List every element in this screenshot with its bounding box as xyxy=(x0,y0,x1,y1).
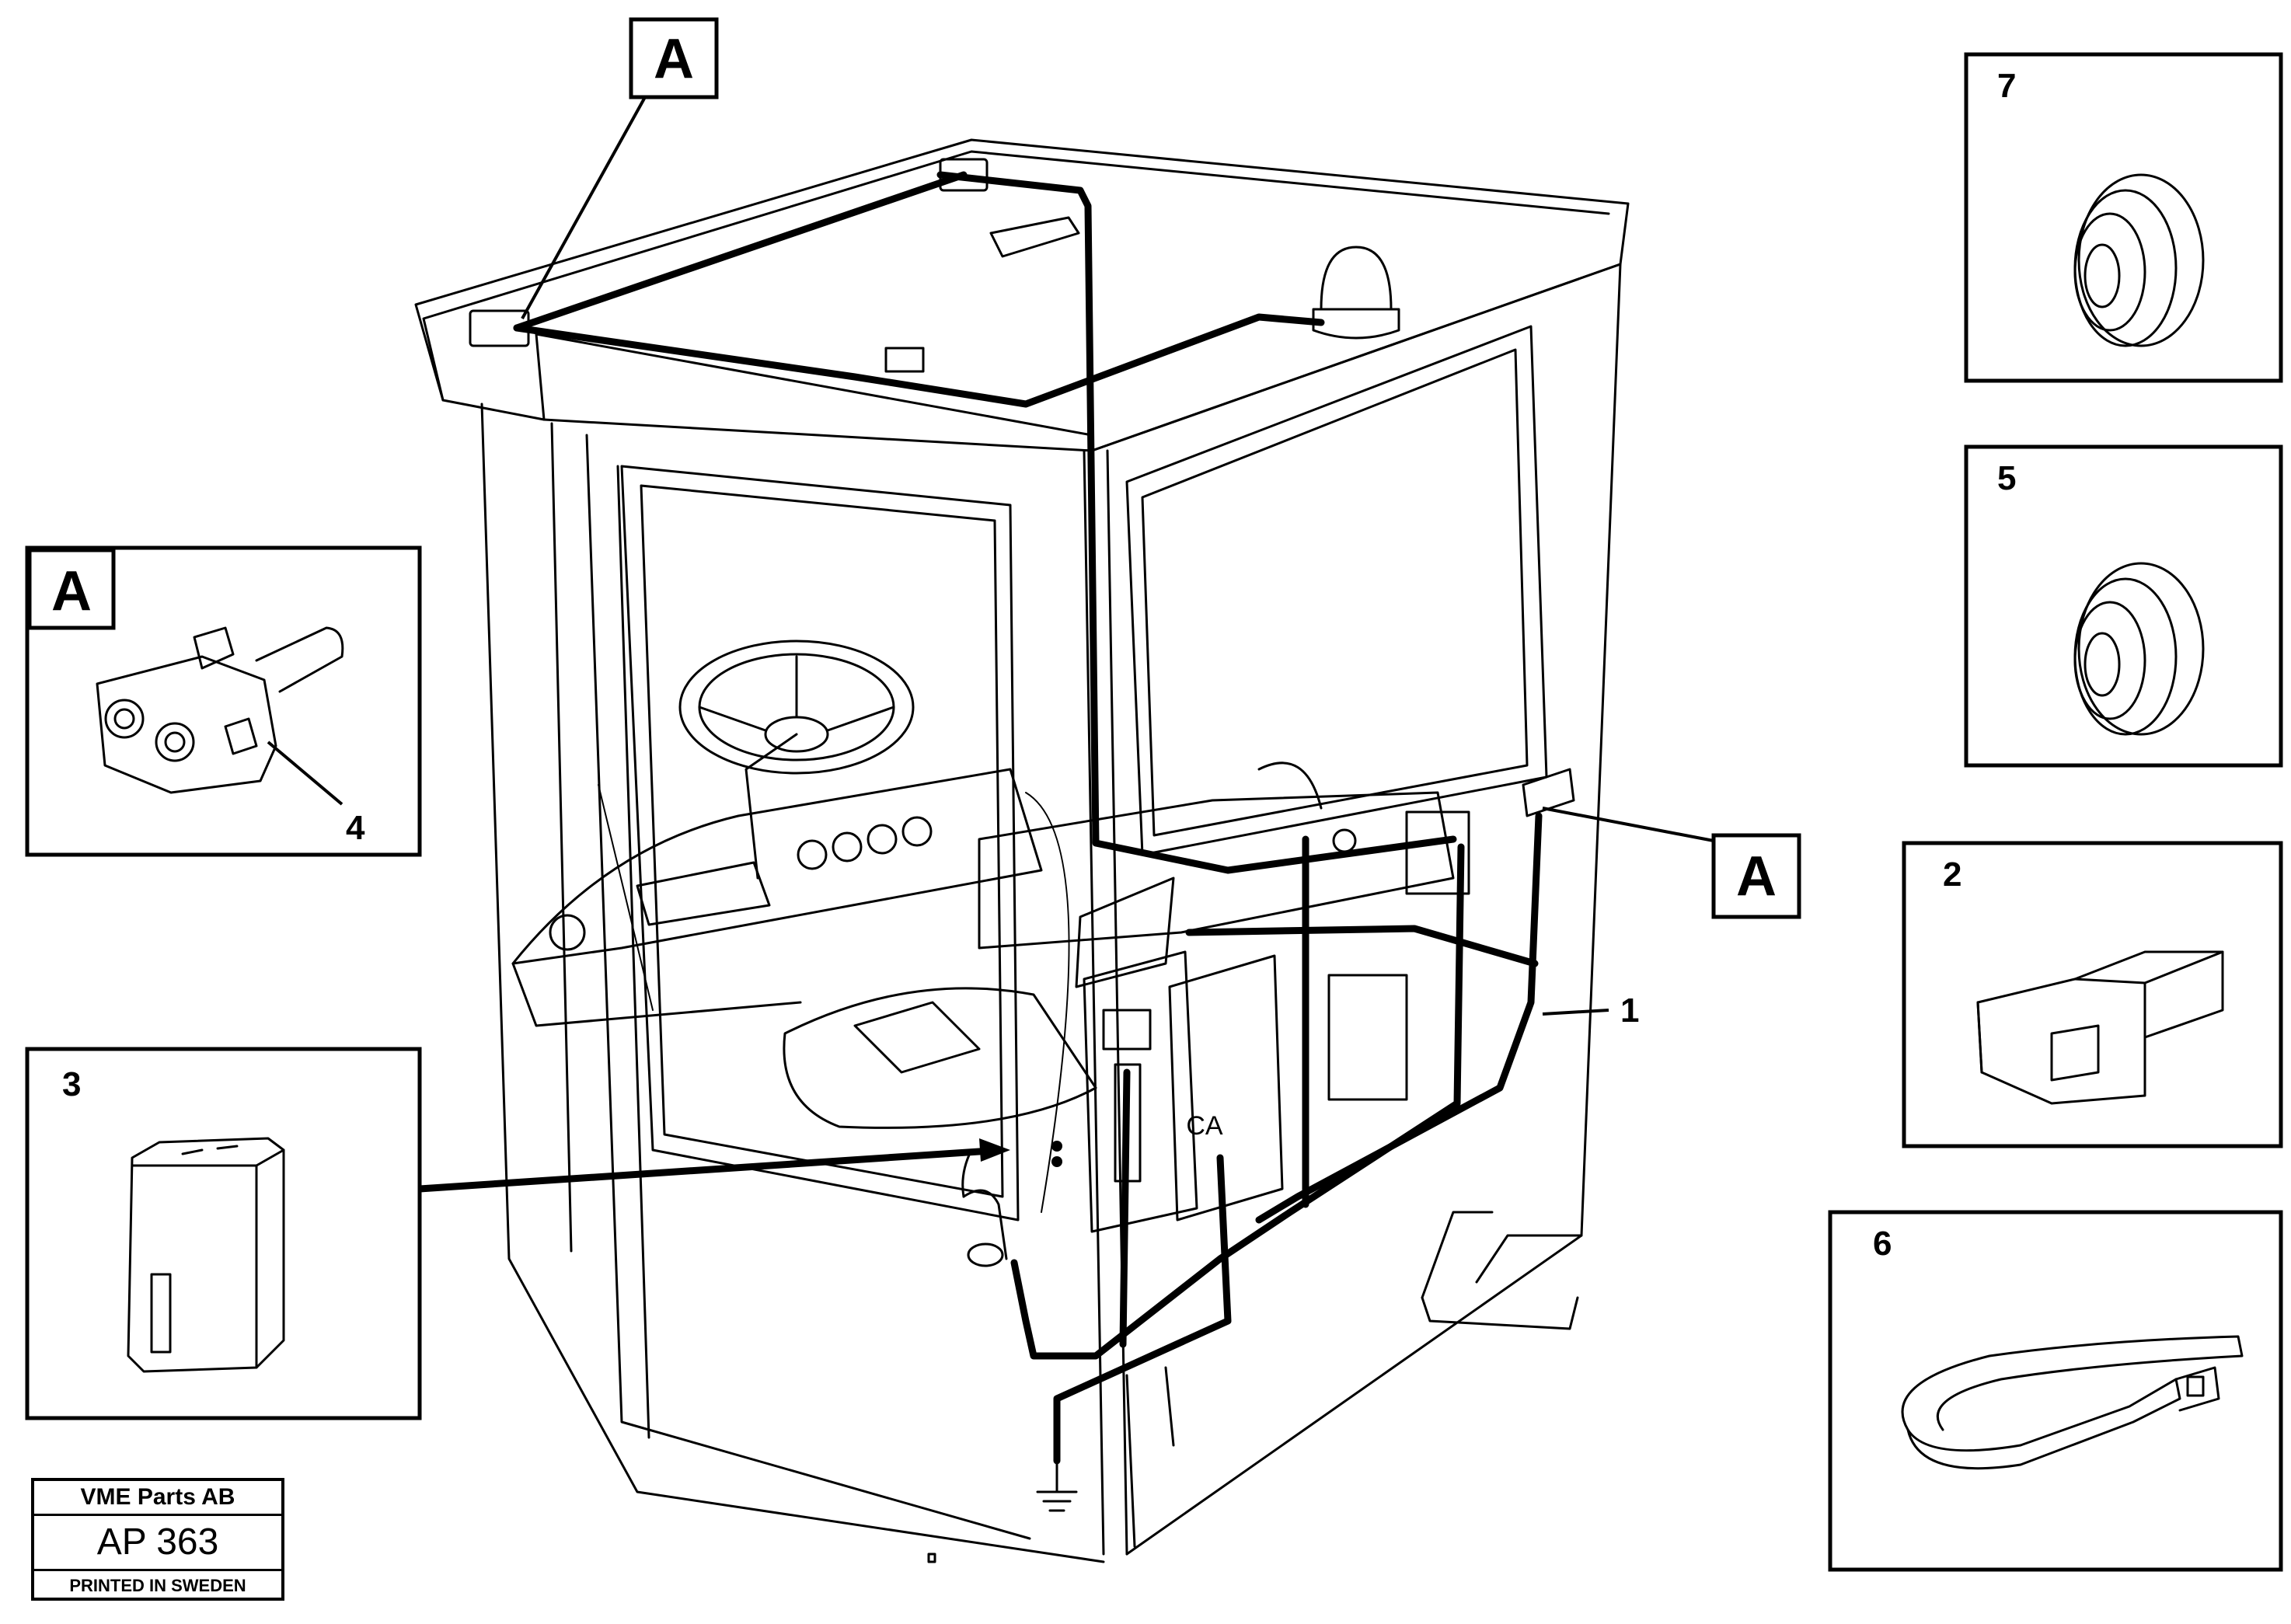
detail-a-box: A 4 xyxy=(25,545,422,857)
title-block-company: VME Parts AB xyxy=(34,1481,281,1516)
title-block-printed: PRINTED IN SWEDEN xyxy=(69,1576,246,1595)
detail-box-6: 6 xyxy=(1828,1210,2283,1572)
item-5-label: 5 xyxy=(1997,459,2016,497)
item-7-label: 7 xyxy=(1997,67,2016,105)
component-marking: CA xyxy=(1186,1111,1223,1141)
cab-illustration: CA xyxy=(414,138,1630,1563)
item-3-label: 3 xyxy=(62,1065,81,1103)
title-block: VME Parts AB AP 363 PRINTED IN SWEDEN xyxy=(31,1478,284,1601)
detail-box-3: 3 xyxy=(25,1047,1010,1420)
callout-a-top-label: A xyxy=(654,28,694,90)
item-1-label: 1 xyxy=(1620,991,1639,1030)
title-block-code: AP 363 xyxy=(34,1516,281,1571)
detail-box-5: 5 xyxy=(1964,444,2283,768)
callout-item-1: 1 xyxy=(1542,991,1639,1030)
detail-box-7: 7 xyxy=(1964,52,2283,383)
callout-a-top: A xyxy=(521,17,719,319)
item-2-label: 2 xyxy=(1943,856,1961,894)
callout-a-right: A xyxy=(1542,807,1801,919)
detail-a-label: A xyxy=(51,560,92,622)
item-4-label: 4 xyxy=(346,809,365,847)
callout-a-right-label: A xyxy=(1736,845,1777,908)
detail-box-2: 2 xyxy=(1902,841,2283,1148)
item-6-label: 6 xyxy=(1873,1225,1892,1263)
